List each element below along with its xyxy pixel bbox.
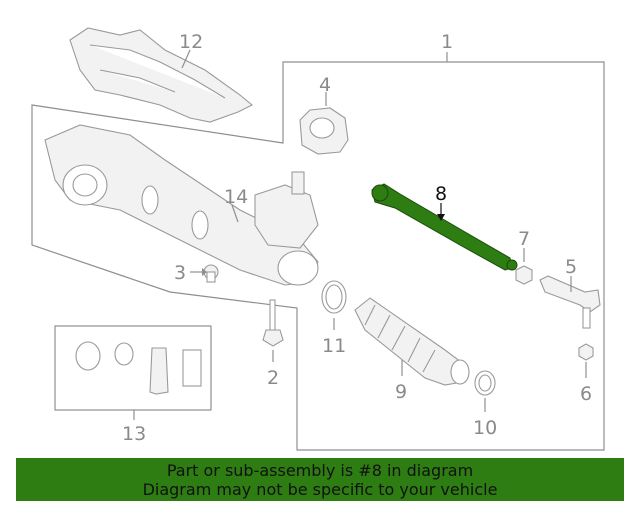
part-11-clamp[interactable]	[321, 280, 347, 330]
callout-12: 12	[179, 31, 203, 53]
assembly-outline-1	[31, 61, 605, 451]
callout-7: 7	[518, 228, 530, 250]
part-14-steering-gear[interactable]	[44, 124, 319, 286]
parts-diagram: 1 2 3 4 5 6 7 8 9 10 11 12 13 14	[31, 27, 605, 451]
part-12-heat-shield[interactable]	[69, 27, 253, 123]
notice-line-2: Diagram may not be specific to your vehi…	[142, 480, 498, 499]
part-5-outer-tie-rod-end[interactable]	[539, 275, 601, 329]
notice-line-1: Part or sub-assembly is #8 in diagram	[166, 461, 474, 480]
part-2-bolt[interactable]	[262, 299, 284, 362]
callout-4: 4	[319, 74, 331, 96]
callout-11: 11	[322, 335, 346, 357]
callout-8: 8	[435, 183, 447, 205]
part-9-boot[interactable]	[354, 297, 470, 386]
callout-13: 13	[122, 423, 146, 445]
callout-9: 9	[395, 381, 407, 403]
part-7-nut[interactable]	[515, 248, 533, 285]
callout-1: 1	[441, 31, 453, 53]
callout-10: 10	[473, 417, 497, 439]
part-10-clamp[interactable]	[474, 370, 496, 412]
callout-3: 3	[174, 262, 186, 284]
part-4-mount-bushing[interactable]	[299, 92, 349, 155]
callout-14: 14	[224, 186, 248, 208]
callout-6: 6	[580, 383, 592, 405]
part-8-inner-tie-rod[interactable]	[371, 183, 518, 271]
part-13-kit[interactable]	[54, 325, 212, 420]
notice-banner: Part or sub-assembly is #8 in diagram Di…	[16, 458, 624, 501]
part-3-bolt[interactable]	[190, 264, 219, 283]
callout-5: 5	[565, 256, 577, 278]
part-6-nut[interactable]	[578, 343, 594, 378]
callout-2: 2	[267, 367, 279, 389]
